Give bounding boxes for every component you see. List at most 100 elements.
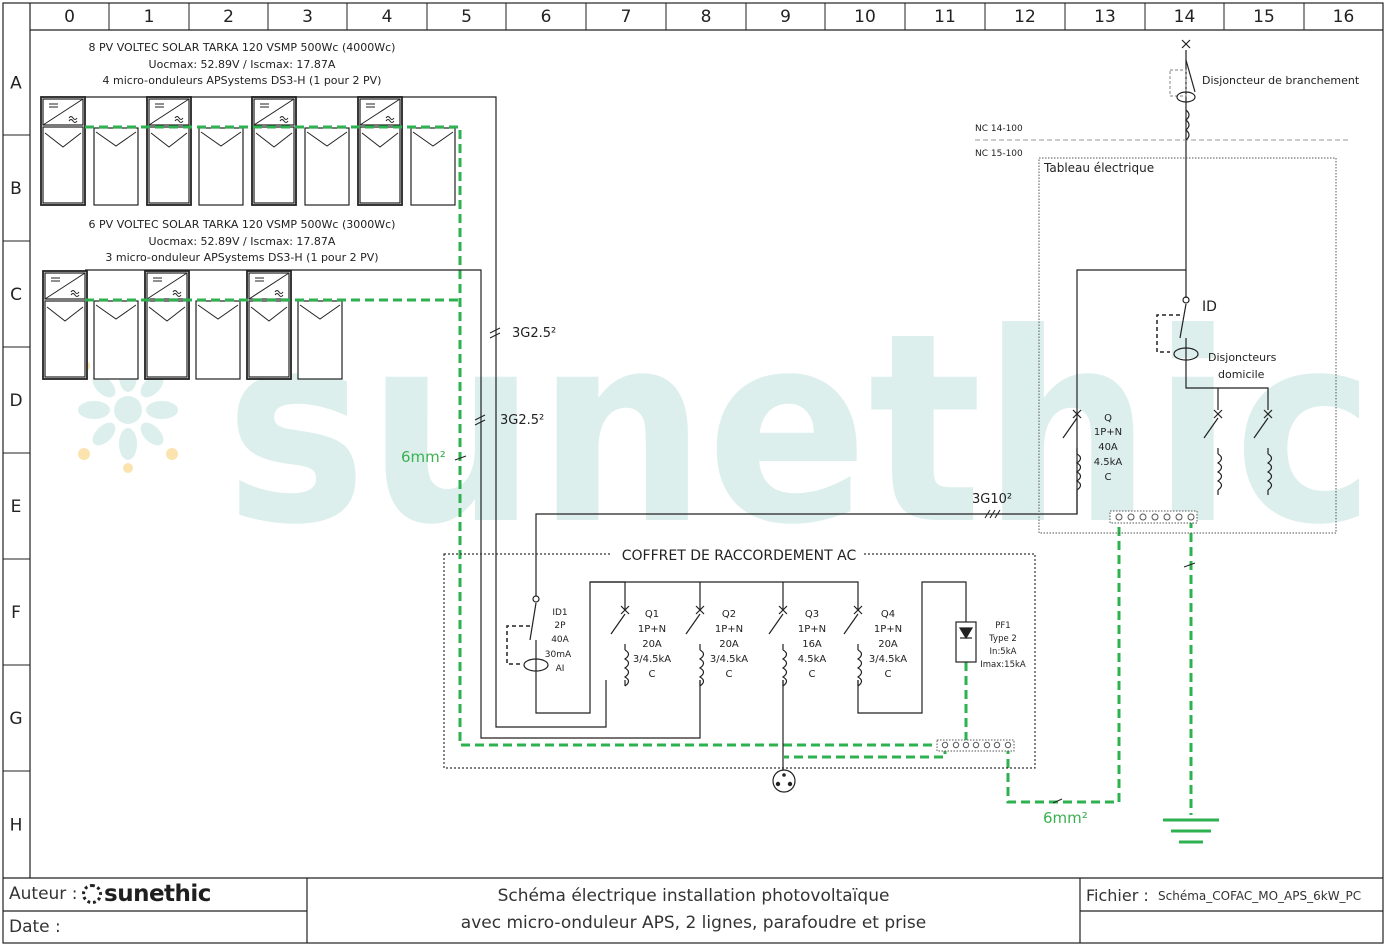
panel-q-name: Q	[1104, 413, 1112, 424]
line-2-conductor	[85, 269, 701, 739]
author-logo: sunethic	[82, 880, 211, 908]
circuit-breaker-symbol	[1253, 409, 1273, 495]
panel-q-curve: C	[1105, 472, 1112, 483]
pv-panel-with-micro-inverter	[144, 270, 190, 380]
q1-poles: 1P+N	[638, 624, 666, 635]
pv-array-1-inverters: 4 micro-onduleurs APSystems DS3-H (1 pou…	[103, 74, 382, 87]
pv-array-1-title: 8 PV VOLTEC SOLAR TARKA 120 VSMP 500Wc (…	[89, 41, 396, 54]
column-label: 10	[854, 7, 876, 27]
q3-poles: 1P+N	[798, 624, 826, 635]
earth-pv-row-1	[85, 125, 945, 747]
title-block-frame	[3, 878, 1383, 943]
id1-poles: 2P	[554, 621, 566, 631]
row-label: B	[10, 179, 22, 199]
panel-breakers	[1062, 409, 1273, 495]
watermark-text: sunethic	[225, 277, 1375, 582]
earth-main-label: 6mm²	[1043, 809, 1088, 827]
grid-lines	[3, 3, 1305, 772]
panel-q-rating: 40A	[1098, 442, 1118, 453]
pv-array-2-header: 6 PV VOLTEC SOLAR TARKA 120 VSMP 500Wc (…	[89, 218, 396, 264]
phase-conductors	[85, 50, 1269, 770]
line-1-conductor	[85, 96, 607, 728]
q2-breaking: 3/4.5kA	[710, 654, 748, 665]
column-label: 8	[701, 7, 712, 27]
circuit-breaker-symbol	[610, 605, 630, 687]
column-label: 7	[621, 7, 632, 27]
q4-rating: 20A	[878, 639, 898, 650]
main-cable-label: 3G10²	[972, 492, 1012, 507]
q4-labels: Q4 1P+N 20A 3/4.5kA C	[869, 609, 907, 680]
column-label: 14	[1174, 7, 1196, 27]
home-breakers-label-2: domicile	[1218, 368, 1265, 381]
q3-curve: C	[809, 669, 816, 680]
column-label: 12	[1014, 7, 1036, 27]
earth-to-ground	[1006, 519, 1121, 804]
column-label: 13	[1094, 7, 1116, 27]
q3-breaking: 4.5kA	[798, 654, 827, 665]
watermark: sunethic	[78, 277, 1375, 582]
pv-panel-with-micro-inverter	[357, 96, 403, 206]
pf1-imax: Imax:15kA	[980, 660, 1026, 670]
q4-curve: C	[885, 669, 892, 680]
line-2-cable-label: 3G2.5²	[500, 413, 544, 428]
main-cable	[535, 420, 1078, 596]
pv-panel-with-micro-inverter	[146, 96, 192, 206]
q4-breaking: 3/4.5kA	[869, 654, 907, 665]
q3-labels: Q3 1P+N 16A 4.5kA C	[798, 609, 827, 680]
q2-rating: 20A	[719, 639, 739, 650]
q1-rating: 20A	[642, 639, 662, 650]
q3-name: Q3	[805, 609, 819, 620]
column-label: 4	[382, 7, 393, 27]
column-label: 2	[223, 7, 234, 27]
row-label: H	[10, 816, 23, 836]
q4-poles: 1P+N	[874, 624, 902, 635]
pv-panel-with-micro-inverter	[251, 96, 297, 206]
panel-title: Tableau électrique	[1043, 161, 1154, 175]
pf1-type: Type 2	[988, 634, 1017, 644]
pv-panel	[297, 300, 343, 380]
q2-labels: Q2 1P+N 20A 3/4.5kA C	[710, 609, 748, 680]
coffret-title: COFFRET DE RACCORDEMENT AC	[622, 548, 857, 564]
pv-panel-with-micro-inverter	[246, 270, 292, 380]
socket-outlet-icon	[772, 769, 796, 793]
q2-curve: C	[726, 669, 733, 680]
earth-conductors	[85, 125, 1193, 815]
circuit-breaker-symbol	[768, 605, 788, 687]
pf1-name: PF1	[995, 621, 1010, 631]
id1-sensitivity: 30mA	[545, 650, 572, 660]
home-breakers-label-1: Disjoncteurs	[1208, 351, 1277, 364]
circuit-breaker-symbol	[1203, 409, 1223, 495]
pv-panel	[93, 300, 139, 380]
nc-upper-label: NC 14-100	[975, 124, 1023, 134]
drawing-title-line-2: avec micro-onduleur APS, 2 lignes, paraf…	[460, 913, 927, 933]
earth-ground-symbol	[1163, 818, 1219, 844]
panel-q-labels: Q 1P+N 40A 4.5kA C	[1094, 413, 1123, 483]
pv-array-2-title: 6 PV VOLTEC SOLAR TARKA 120 VSMP 500Wc (…	[89, 218, 396, 231]
author-logo-text: sunethic	[104, 881, 211, 907]
column-label: 15	[1253, 7, 1275, 27]
row-label: D	[9, 391, 22, 411]
line-1-cable-label: 3G2.5²	[512, 326, 556, 341]
pf1-labels: PF1 Type 2 In:5kA Imax:15kA	[980, 621, 1026, 670]
row-label: E	[11, 497, 22, 517]
pv-array-2-specs: Uocmax: 52.89V / Iscmax: 17.87A	[149, 235, 336, 248]
drawing-title-line-1: Schéma électrique installation photovolt…	[497, 886, 890, 906]
author-label: Auteur :	[9, 884, 78, 904]
q4-name: Q4	[881, 609, 895, 620]
pv-panel-with-micro-inverter	[40, 96, 86, 206]
branch-breaker-label: Disjoncteur de branchement	[1202, 74, 1360, 87]
column-label: 5	[461, 7, 472, 27]
earth-pv-label: 6mm²	[401, 448, 446, 466]
pv-panel	[198, 127, 244, 206]
column-label: 9	[780, 7, 791, 27]
id1-labels: ID1 2P 40A 30mA AI	[545, 608, 572, 674]
q4-out	[857, 581, 967, 714]
id1-name: ID1	[552, 608, 567, 618]
row-label: F	[11, 603, 21, 623]
pv-array-1-header: 8 PV VOLTEC SOLAR TARKA 120 VSMP 500Wc (…	[89, 41, 396, 87]
id-out	[1185, 380, 1269, 410]
earth-coffret-plug	[784, 745, 947, 759]
